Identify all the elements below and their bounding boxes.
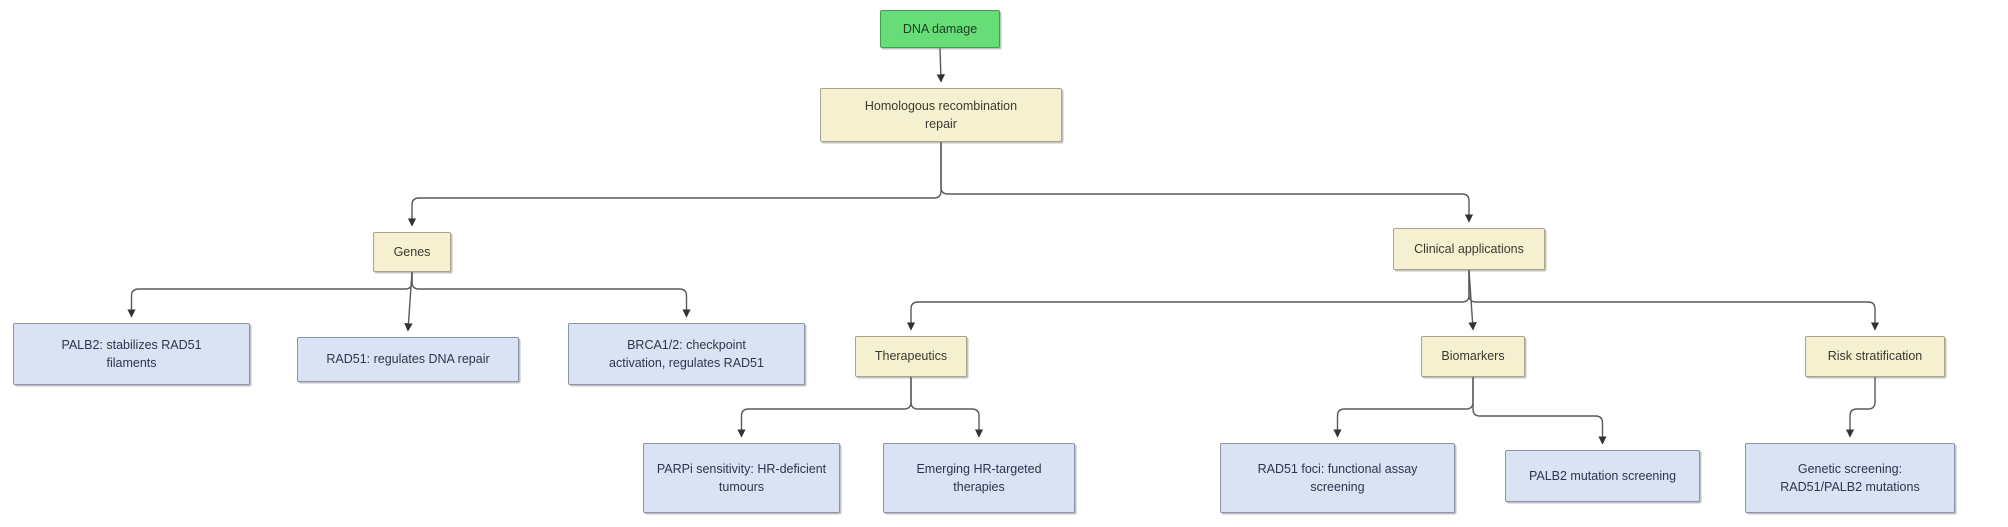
node-parpi_sensitivity[interactable]: PARPi sensitivity: HR-deficient tumours xyxy=(643,443,840,513)
node-emerging_therapies[interactable]: Emerging HR-targeted therapies xyxy=(883,443,1075,513)
edge-therapeutics-to-emerging_therapies xyxy=(910,377,984,438)
node-rad51_foci[interactable]: RAD51 foci: functional assay screening xyxy=(1220,443,1455,513)
node-risk_stratification[interactable]: Risk stratification xyxy=(1805,336,1945,377)
edge-risk_stratification-to-genetic_screening xyxy=(1845,377,1876,438)
edge-clinical_applications-to-risk_stratification xyxy=(1468,270,1880,331)
node-palb2_mutation_screening[interactable]: PALB2 mutation screening xyxy=(1505,450,1700,502)
edge-clinical_applications-to-therapeutics xyxy=(906,270,1470,331)
node-genetic_screening[interactable]: Genetic screening: RAD51/PALB2 mutations xyxy=(1745,443,1955,513)
node-genes[interactable]: Genes xyxy=(373,232,451,272)
node-brca_checkpoint[interactable]: BRCA1/2: checkpoint activation, regulate… xyxy=(568,323,805,385)
edge-hr_repair-to-clinical_applications xyxy=(940,142,1474,223)
node-hr_repair[interactable]: Homologous recombination repair xyxy=(820,88,1062,142)
edge-genes-to-palb2_filaments xyxy=(127,272,413,318)
edge-genes-to-brca_checkpoint xyxy=(411,272,691,318)
node-biomarkers[interactable]: Biomarkers xyxy=(1421,336,1525,377)
edge-biomarkers-to-rad51_foci xyxy=(1333,377,1474,438)
node-clinical_applications[interactable]: Clinical applications xyxy=(1393,228,1545,270)
node-dna_damage[interactable]: DNA damage xyxy=(880,10,1000,48)
edge-dna_damage-to-hr_repair xyxy=(936,47,945,83)
node-therapeutics[interactable]: Therapeutics xyxy=(855,336,967,377)
edge-therapeutics-to-parpi_sensitivity xyxy=(737,377,912,438)
edge-genes-to-rad51_repair xyxy=(404,271,413,332)
edge-biomarkers-to-palb2_mutation_screening xyxy=(1472,377,1607,445)
node-rad51_repair[interactable]: RAD51: regulates DNA repair xyxy=(297,337,519,382)
edge-hr_repair-to-genes xyxy=(407,142,942,227)
edge-clinical_applications-to-biomarkers xyxy=(1468,269,1477,331)
node-palb2_filaments[interactable]: PALB2: stabilizes RAD51 filaments xyxy=(13,323,250,385)
